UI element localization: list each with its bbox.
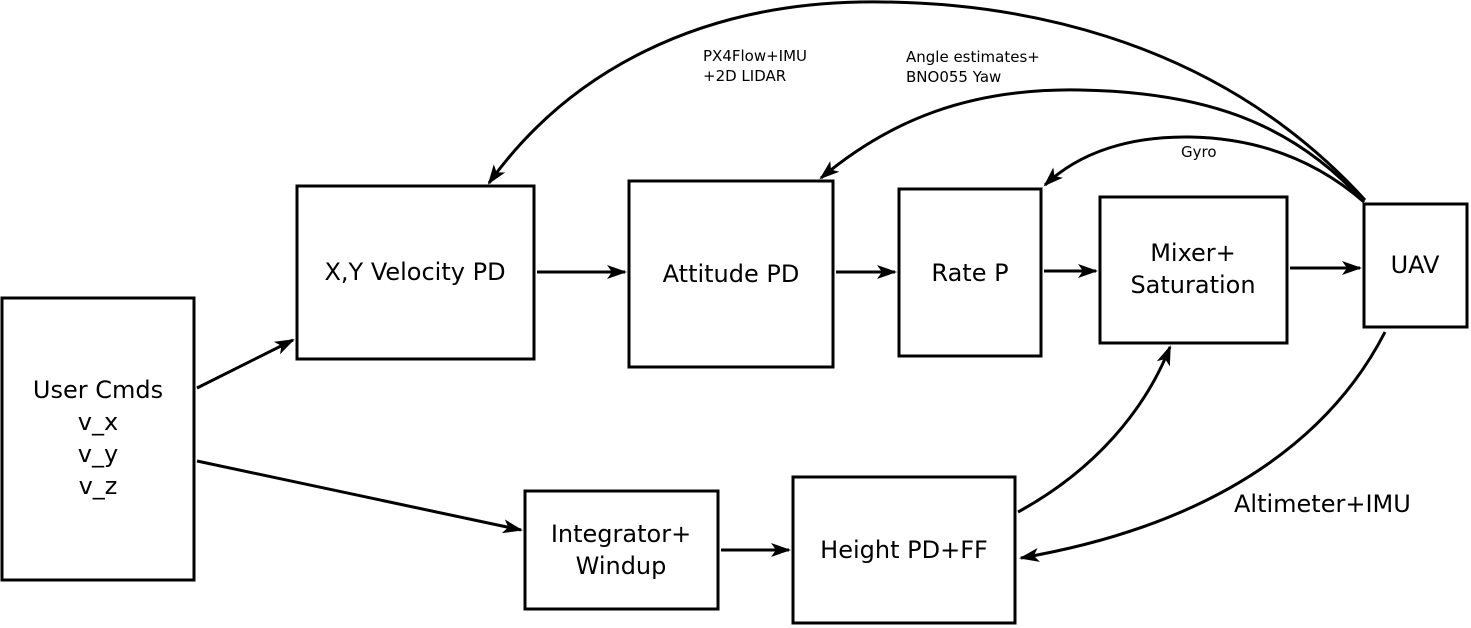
feedback-height-arrow [1019, 331, 1387, 562]
mixer-saturation-block: Mixer+ Saturation [1098, 195, 1289, 345]
feedback-attitude-arrow [819, 88, 1366, 204]
user-cmds-vz: v_z [79, 472, 118, 500]
xy-velocity-pd-block: X,Y Velocity PD [295, 184, 536, 361]
uav-label: UAV [1391, 251, 1440, 279]
feedback-rate-arrow [1043, 135, 1365, 204]
feedback-velocity-label-2: +2D LIDAR [703, 67, 786, 85]
height-pd-ff-block: Height PD+FF [791, 475, 1017, 625]
feedback-attitude-label-1: Angle estimates+ [906, 48, 1040, 66]
user-cmds-vy: v_y [78, 440, 118, 468]
feedback-velocity-arrow [487, 0, 1367, 202]
uav-block: UAV [1362, 202, 1469, 329]
arrow-user-to-velocity [196, 338, 295, 390]
windup-label: Windup [576, 552, 667, 580]
feedback-velocity-label-1: PX4Flow+IMU [703, 47, 807, 65]
arrow-height-to-mixer [1017, 345, 1172, 514]
forward-arrows [196, 261, 1362, 557]
mixer-label: Mixer+ [1150, 239, 1236, 267]
arrow-user-to-integrator [196, 459, 523, 534]
user-cmds-vx: v_x [78, 408, 118, 436]
integrator-label: Integrator+ [551, 520, 691, 548]
rate-p-label: Rate P [931, 259, 1008, 287]
user-cmds-label: User Cmds [33, 376, 163, 404]
feedback-rate-label: Gyro [1181, 143, 1217, 161]
height-pd-ff-label: Height PD+FF [820, 536, 988, 564]
feedback-attitude-label-2: BNO055 Yaw [906, 68, 1001, 86]
attitude-pd-block: Attitude PD [627, 179, 835, 369]
saturation-label: Saturation [1130, 271, 1255, 299]
xy-velocity-pd-label: X,Y Velocity PD [324, 258, 505, 286]
rate-p-block: Rate P [897, 187, 1043, 358]
user-cmds-block: User Cmds v_x v_y v_z [0, 296, 196, 582]
integrator-windup-block: Integrator+ Windup [523, 489, 720, 611]
attitude-pd-label: Attitude PD [663, 260, 800, 288]
feedback-arrows [487, 0, 1387, 562]
feedback-height-label: Altimeter+IMU [1234, 490, 1411, 518]
